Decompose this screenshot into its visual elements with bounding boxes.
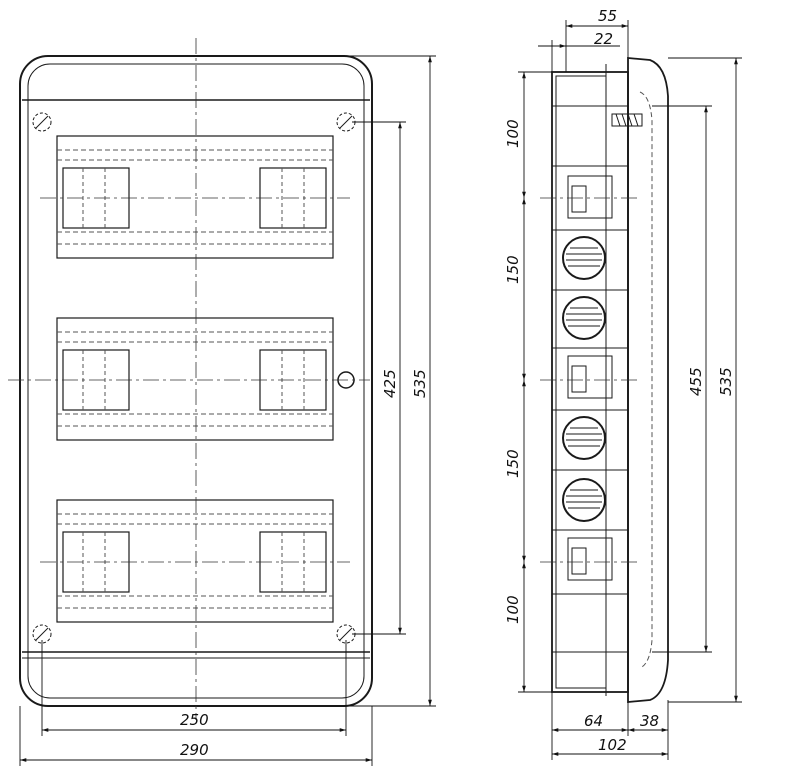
dim-inner-height: 455	[687, 367, 705, 396]
rail-clip	[567, 355, 613, 399]
dim-side-total-height: 535	[717, 367, 735, 396]
dim-spacing-lower: 150	[504, 449, 522, 478]
rail-clip	[567, 537, 613, 581]
dim-door-depth: 38	[640, 712, 659, 730]
front-dimensions	[19, 55, 436, 766]
dim-depth-rear: 22	[594, 30, 613, 48]
dim-depth-total: 55	[598, 7, 617, 25]
cable-knockout-icon	[562, 296, 606, 340]
din-row-3	[56, 499, 334, 623]
cable-knockout-icon	[562, 416, 606, 460]
dim-overall-depth: 102	[598, 736, 627, 754]
dim-total-height: 535	[411, 369, 429, 398]
base-body	[551, 71, 629, 693]
side-view	[540, 57, 669, 703]
cable-knockout-icon	[562, 236, 606, 280]
side-dimensions	[518, 20, 742, 760]
dim-spacing-upper: 150	[504, 255, 522, 284]
rail-clip	[567, 175, 613, 219]
door-profile	[627, 57, 669, 703]
din-row-2	[56, 317, 334, 441]
hinge-screw-icon	[611, 113, 643, 127]
dim-base-depth: 64	[584, 712, 603, 730]
cable-knockout-icon	[562, 478, 606, 522]
dim-spacing-bottom: 100	[504, 595, 522, 624]
screw-icon	[32, 112, 52, 132]
din-row-1	[56, 135, 334, 259]
centerlines	[8, 38, 370, 720]
dim-spacing-top: 100	[504, 119, 522, 148]
dim-inner-width: 250	[180, 711, 209, 729]
dim-outer-width: 290	[180, 741, 209, 759]
front-view	[8, 38, 373, 720]
dim-mount-height: 425	[381, 369, 399, 398]
screw-icon	[32, 624, 52, 644]
